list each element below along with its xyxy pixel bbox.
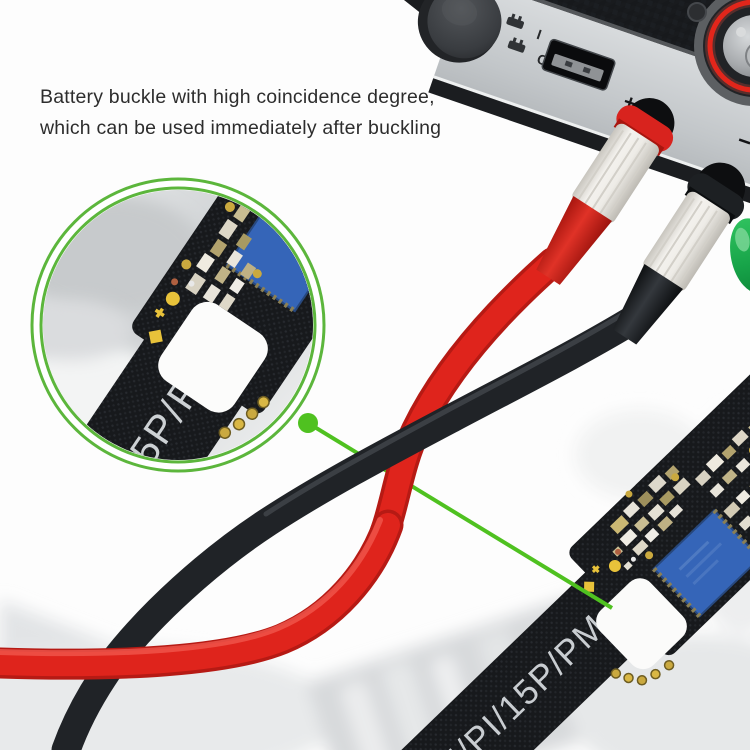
pcb-sticker <box>596 578 687 670</box>
red-test-plug <box>536 105 674 285</box>
panel-screw <box>687 2 707 22</box>
magnified-edge-markings <box>148 278 195 344</box>
black-test-plug <box>612 173 745 345</box>
magnified-sticker <box>158 301 268 413</box>
power-switch-off-icon <box>507 37 526 53</box>
headline: Battery buckle with high coincidence deg… <box>40 82 442 144</box>
green-clip <box>730 218 750 294</box>
pcb-edge-markings <box>584 548 636 592</box>
magnified-smd-components <box>181 201 262 312</box>
magnified-pcb: 5P/PM <box>43 190 313 460</box>
switch-on-label: I <box>535 26 544 42</box>
power-knob <box>417 0 502 63</box>
magnifier-circle: 5P/PM <box>30 177 326 473</box>
pcb-chip <box>651 508 750 618</box>
magnified-gold-dots <box>218 395 270 439</box>
pointer-dot <box>298 413 318 433</box>
device-face-plate <box>433 0 750 219</box>
component-board <box>569 340 750 656</box>
headline-line-2: which can be used immediately after buck… <box>40 117 442 139</box>
headline-line-1: Battery buckle with high coincidence deg… <box>40 86 435 108</box>
voltage-dial <box>694 0 750 106</box>
usb-port <box>541 38 616 91</box>
smd-components <box>609 419 750 571</box>
flex-strip <box>330 554 668 750</box>
red-cable-front <box>0 509 404 680</box>
power-switch-on-icon <box>506 13 524 29</box>
gold-contact-dots <box>610 659 675 686</box>
